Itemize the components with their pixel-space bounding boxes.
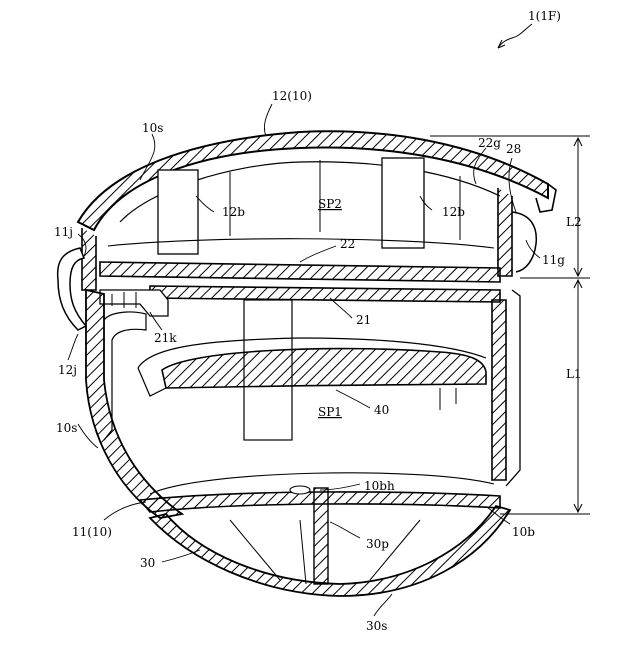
label-10b: 10b (512, 525, 535, 539)
plate-22 (100, 262, 500, 282)
lower-body-shell (86, 290, 182, 518)
label-11g: 11g (542, 253, 565, 267)
post-12b-right (382, 158, 424, 248)
label-22g: 22g (478, 136, 501, 150)
label-sp2: SP2 (318, 197, 342, 211)
label-11-10: 11(10) (72, 525, 112, 539)
tray-40 (138, 338, 486, 410)
figure-ref-arrow (498, 24, 532, 48)
label-12-10: 12(10) (272, 89, 312, 103)
label-30: 30 (140, 556, 155, 570)
label-12j: 12j (58, 363, 77, 377)
upper-cover-left-wall (82, 228, 96, 290)
label-figure-id: 1(1F) (528, 9, 561, 23)
label-L2: L2 (566, 215, 582, 229)
label-21k: 21k (154, 331, 177, 345)
label-12b-right: 12b (442, 205, 465, 219)
label-sp1: SP1 (318, 405, 342, 419)
label-28: 28 (506, 142, 521, 156)
label-10bh: 10bh (364, 479, 395, 493)
label-30p: 30p (366, 537, 389, 551)
label-30s: 30s (366, 619, 387, 633)
pin-30p (314, 488, 328, 584)
hole-10bh (290, 486, 310, 494)
lower-body-right-wall (492, 300, 506, 480)
lower-body (86, 290, 520, 518)
label-10s-top: 10s (142, 121, 163, 135)
label-40: 40 (374, 403, 389, 417)
label-22: 22 (340, 237, 355, 251)
label-11j: 11j (54, 225, 73, 239)
dimension-lines (430, 136, 590, 514)
partition-21 (100, 286, 500, 316)
label-12b-left: 12b (222, 205, 245, 219)
label-21: 21 (356, 313, 371, 327)
upper-cover-right-wall (498, 188, 512, 276)
label-10s-left: 10s (56, 421, 77, 435)
label-L1: L1 (566, 367, 582, 381)
base-30s (150, 506, 510, 596)
latch-11g (512, 212, 536, 272)
